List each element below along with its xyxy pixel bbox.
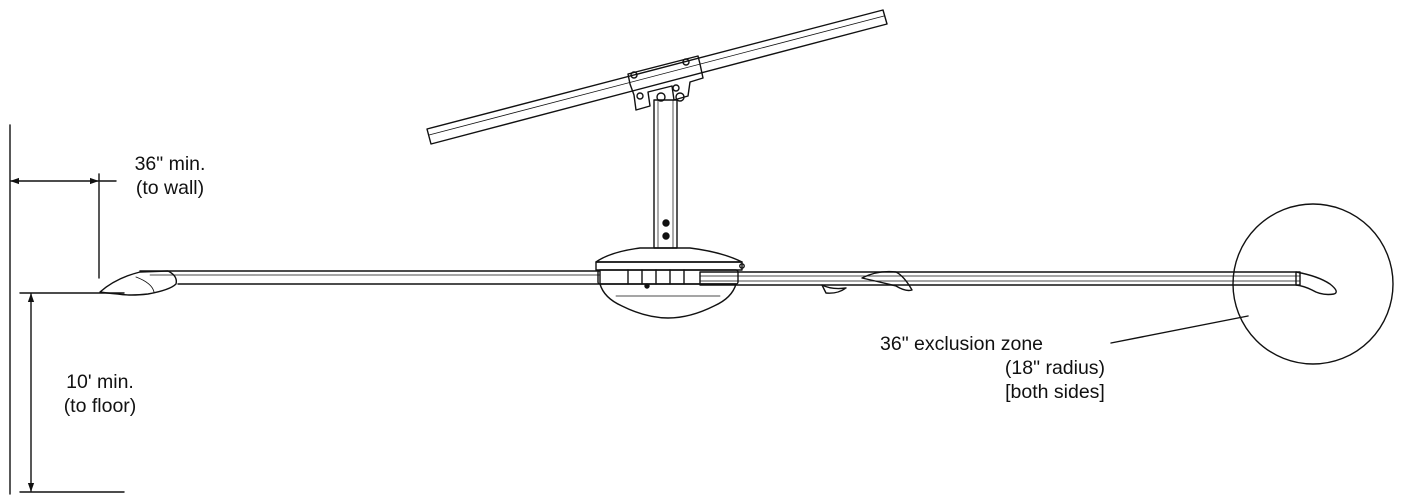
rail-body: [426, 9, 888, 145]
mounting-rail: [426, 9, 888, 145]
motor-bottom-bowl: [599, 283, 737, 319]
right-blade-fin: [861, 270, 913, 292]
wall-clearance-note: (to wall): [135, 177, 205, 199]
rail-clamp: [627, 55, 704, 111]
right-blade-winglet: [1295, 271, 1337, 296]
left-blade-body: [139, 270, 601, 285]
motor-top-cap: [595, 247, 743, 263]
exclusion-zone-sides: [both sides]: [1005, 381, 1105, 403]
wall-clearance-label: 36" min. (to wall): [100, 152, 240, 200]
floor-clearance-value: 10' min.: [66, 371, 134, 393]
exclusion-zone-radius: (18" radius): [1004, 357, 1106, 379]
floor-clearance-note: (to floor): [63, 395, 137, 417]
floor-clearance-label: 10' min. (to floor): [30, 370, 170, 418]
downrod-pin-lower: [662, 232, 670, 240]
lower-blade-fin: [821, 284, 847, 294]
exclusion-zone-title: 36" exclusion zone: [880, 333, 1044, 355]
right-blade: [699, 270, 1337, 296]
wall-clearance-dimension: [10, 173, 117, 279]
exclusion-zone-circle: [1232, 203, 1394, 365]
exclusion-zone-label: 36" exclusion zone (18" radius) [both si…: [880, 332, 1230, 404]
right-blade-body: [699, 271, 1301, 286]
wall-clearance-value: 36" min.: [134, 153, 206, 175]
motor-housing: [595, 247, 745, 319]
downrod-pin-upper: [662, 219, 670, 227]
exclusion-zone-leader: [1110, 315, 1249, 344]
downrod: [653, 99, 678, 249]
left-blade-winglet: [99, 270, 178, 296]
left-blade: [99, 270, 601, 296]
